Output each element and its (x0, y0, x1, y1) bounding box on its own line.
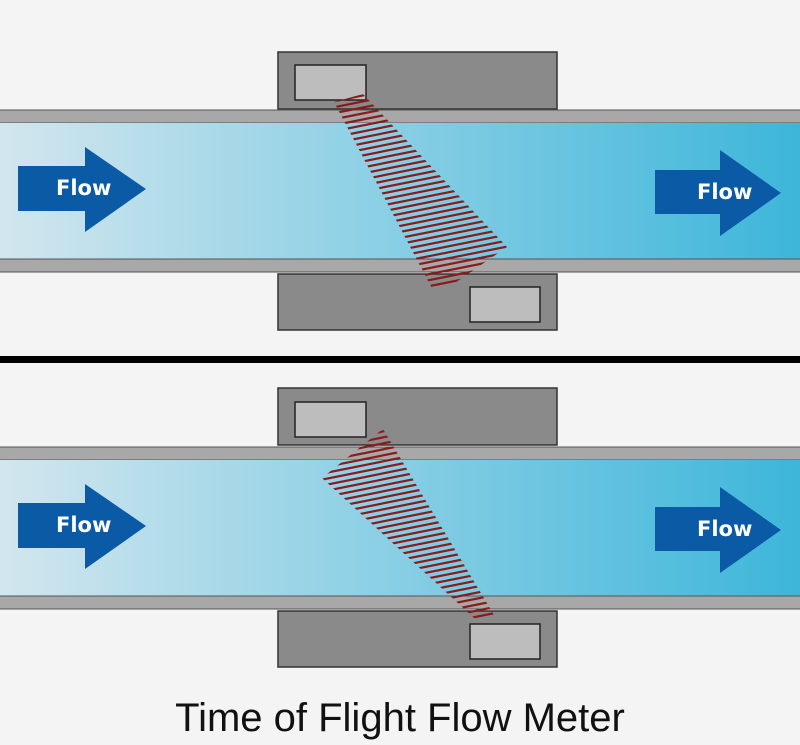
beam-hatch-line (334, 198, 507, 258)
beam-hatch-line (334, 138, 507, 198)
beam-hatch-line (280, 0, 560, 46)
pipe-wall-bottom (0, 595, 800, 610)
beam-hatch-line (280, 0, 560, 40)
top-transducer-element (294, 401, 367, 438)
panel-downstream (0, 324, 800, 668)
beam-hatch-line (334, 156, 507, 216)
beam-hatch-line (334, 162, 507, 222)
beam-hatch-line (334, 126, 507, 186)
beam-hatch-line (334, 180, 507, 240)
flow-arrow-left (18, 484, 146, 569)
flow-label: Flow (56, 176, 112, 200)
beam-hatch-line (334, 210, 507, 270)
bottom-transducer-element (469, 623, 541, 660)
beam-hatch-line (280, 2, 560, 58)
beam-hatch-line (334, 222, 507, 282)
flow-arrow-left (18, 147, 146, 232)
beam-hatch-line (334, 216, 507, 276)
beam-hatch-line (280, 336, 560, 392)
beam-hatch-line (334, 150, 507, 210)
flow-label: Flow (56, 513, 112, 537)
top-transducer-element (294, 64, 367, 101)
beam-hatch-line (334, 168, 507, 228)
beam-hatch-line (334, 204, 507, 264)
beam-hatch-line (334, 186, 507, 246)
flow-label: Flow (697, 180, 753, 204)
beam-hatch-line (334, 144, 507, 204)
flow-arrow-right (655, 150, 781, 236)
panel-divider (0, 356, 800, 363)
beam-hatch-line (334, 228, 507, 288)
beam-hatch-line (280, 324, 560, 380)
diagram-canvas (0, 0, 800, 668)
beam-hatch-line (280, 0, 560, 52)
pipe-wall-top (0, 109, 800, 124)
beam-hatch-line (334, 192, 507, 252)
flow-arrow-right (655, 487, 781, 573)
beam-hatch-line (334, 234, 507, 294)
bottom-transducer-element (469, 286, 541, 323)
diagram-caption: Time of Flight Flow Meter (175, 696, 625, 740)
pipe-wall-bottom (0, 258, 800, 273)
flow-label: Flow (697, 517, 753, 541)
beam-hatch-line (334, 174, 507, 234)
panel-upstream (0, 0, 800, 331)
beam-hatch-line (334, 132, 507, 192)
